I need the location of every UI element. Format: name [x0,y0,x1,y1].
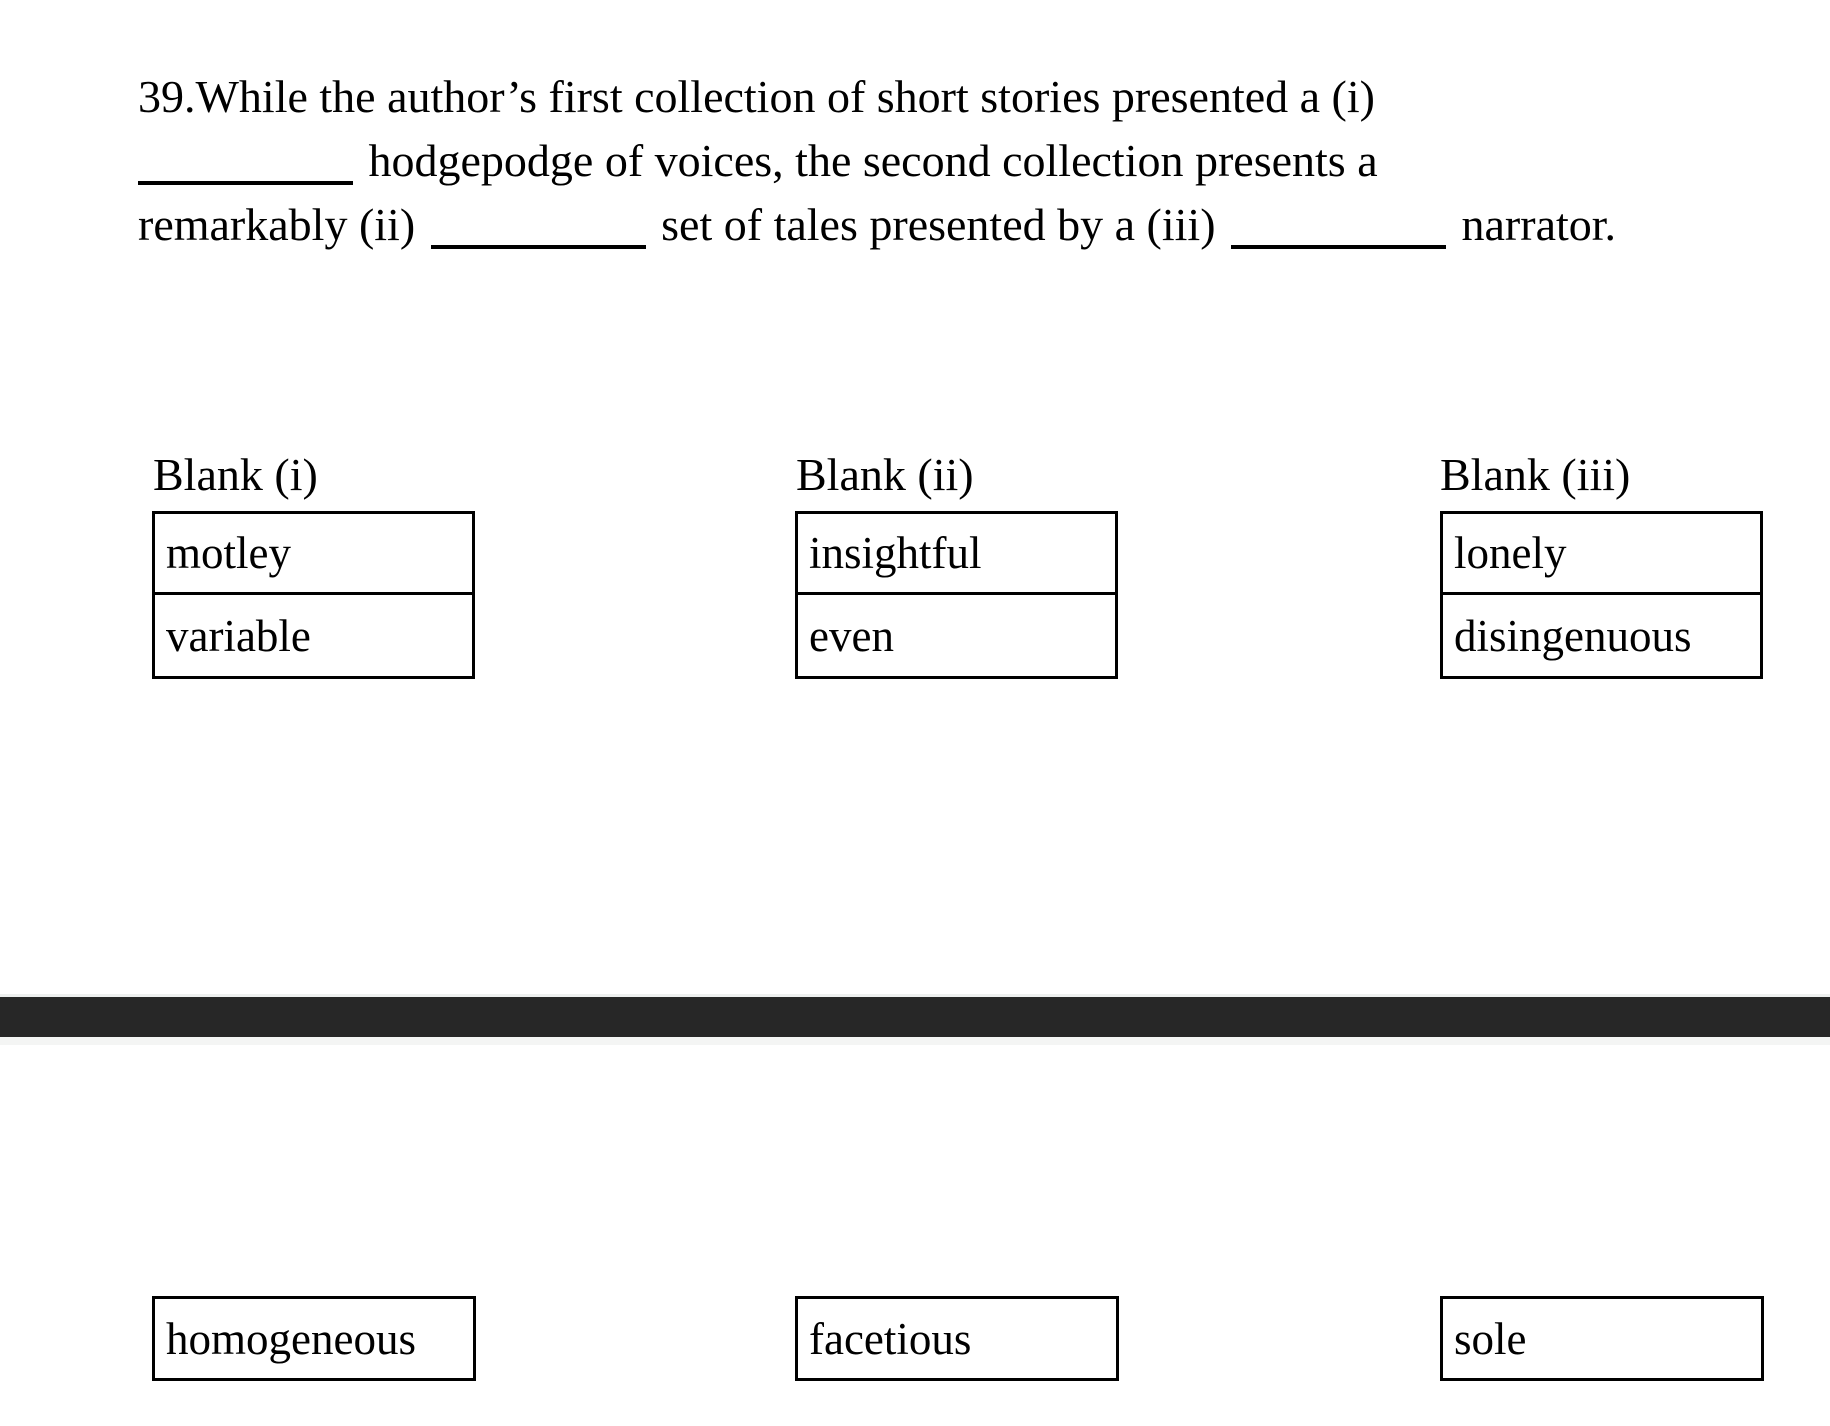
blank-i-underline [138,149,353,185]
option-i-3[interactable]: homogeneous [152,1296,476,1381]
column-header-blank-ii: Blank (ii) [796,449,974,500]
question-line-3-start: remarkably (ii) [138,199,416,250]
column-header-blank-iii: Blank (iii) [1440,449,1631,500]
page-gap-upper [0,994,1830,997]
option-iii-3[interactable]: sole [1440,1296,1764,1381]
options-table-blank-ii: insightful even [795,511,1118,679]
option-iii-1[interactable]: lonely [1443,514,1760,595]
question-text: 39.While the author’s first collection o… [138,65,1616,257]
options-table-blank-iii: lonely disingenuous [1440,511,1763,679]
option-ii-3[interactable]: facetious [795,1296,1119,1381]
question-line-3: remarkably (ii) set of tales presented b… [138,193,1616,257]
column-header-blank-i: Blank (i) [153,449,318,500]
question-line-1-text: 39.While the author’s first collection o… [138,71,1375,122]
options-table-blank-i: motley variable [152,511,475,679]
page-divider-bar [0,997,1830,1037]
option-i-2[interactable]: variable [155,595,472,676]
option-ii-1[interactable]: insightful [798,514,1115,595]
page-gap-lower [0,1037,1830,1045]
question-line-3-end: narrator. [1461,199,1617,250]
blank-ii-underline [430,213,646,249]
option-i-1[interactable]: motley [155,514,472,595]
question-line-3-middle: set of tales presented by a (iii) [661,199,1216,250]
option-ii-2[interactable]: even [798,595,1115,676]
question-line-2-text: hodgepodge of voices, the second collect… [368,135,1378,186]
question-line-1: 39.While the author’s first collection o… [138,65,1616,129]
question-line-2: hodgepodge of voices, the second collect… [138,129,1616,193]
option-iii-2[interactable]: disingenuous [1443,595,1760,676]
blank-iii-underline [1231,213,1447,249]
